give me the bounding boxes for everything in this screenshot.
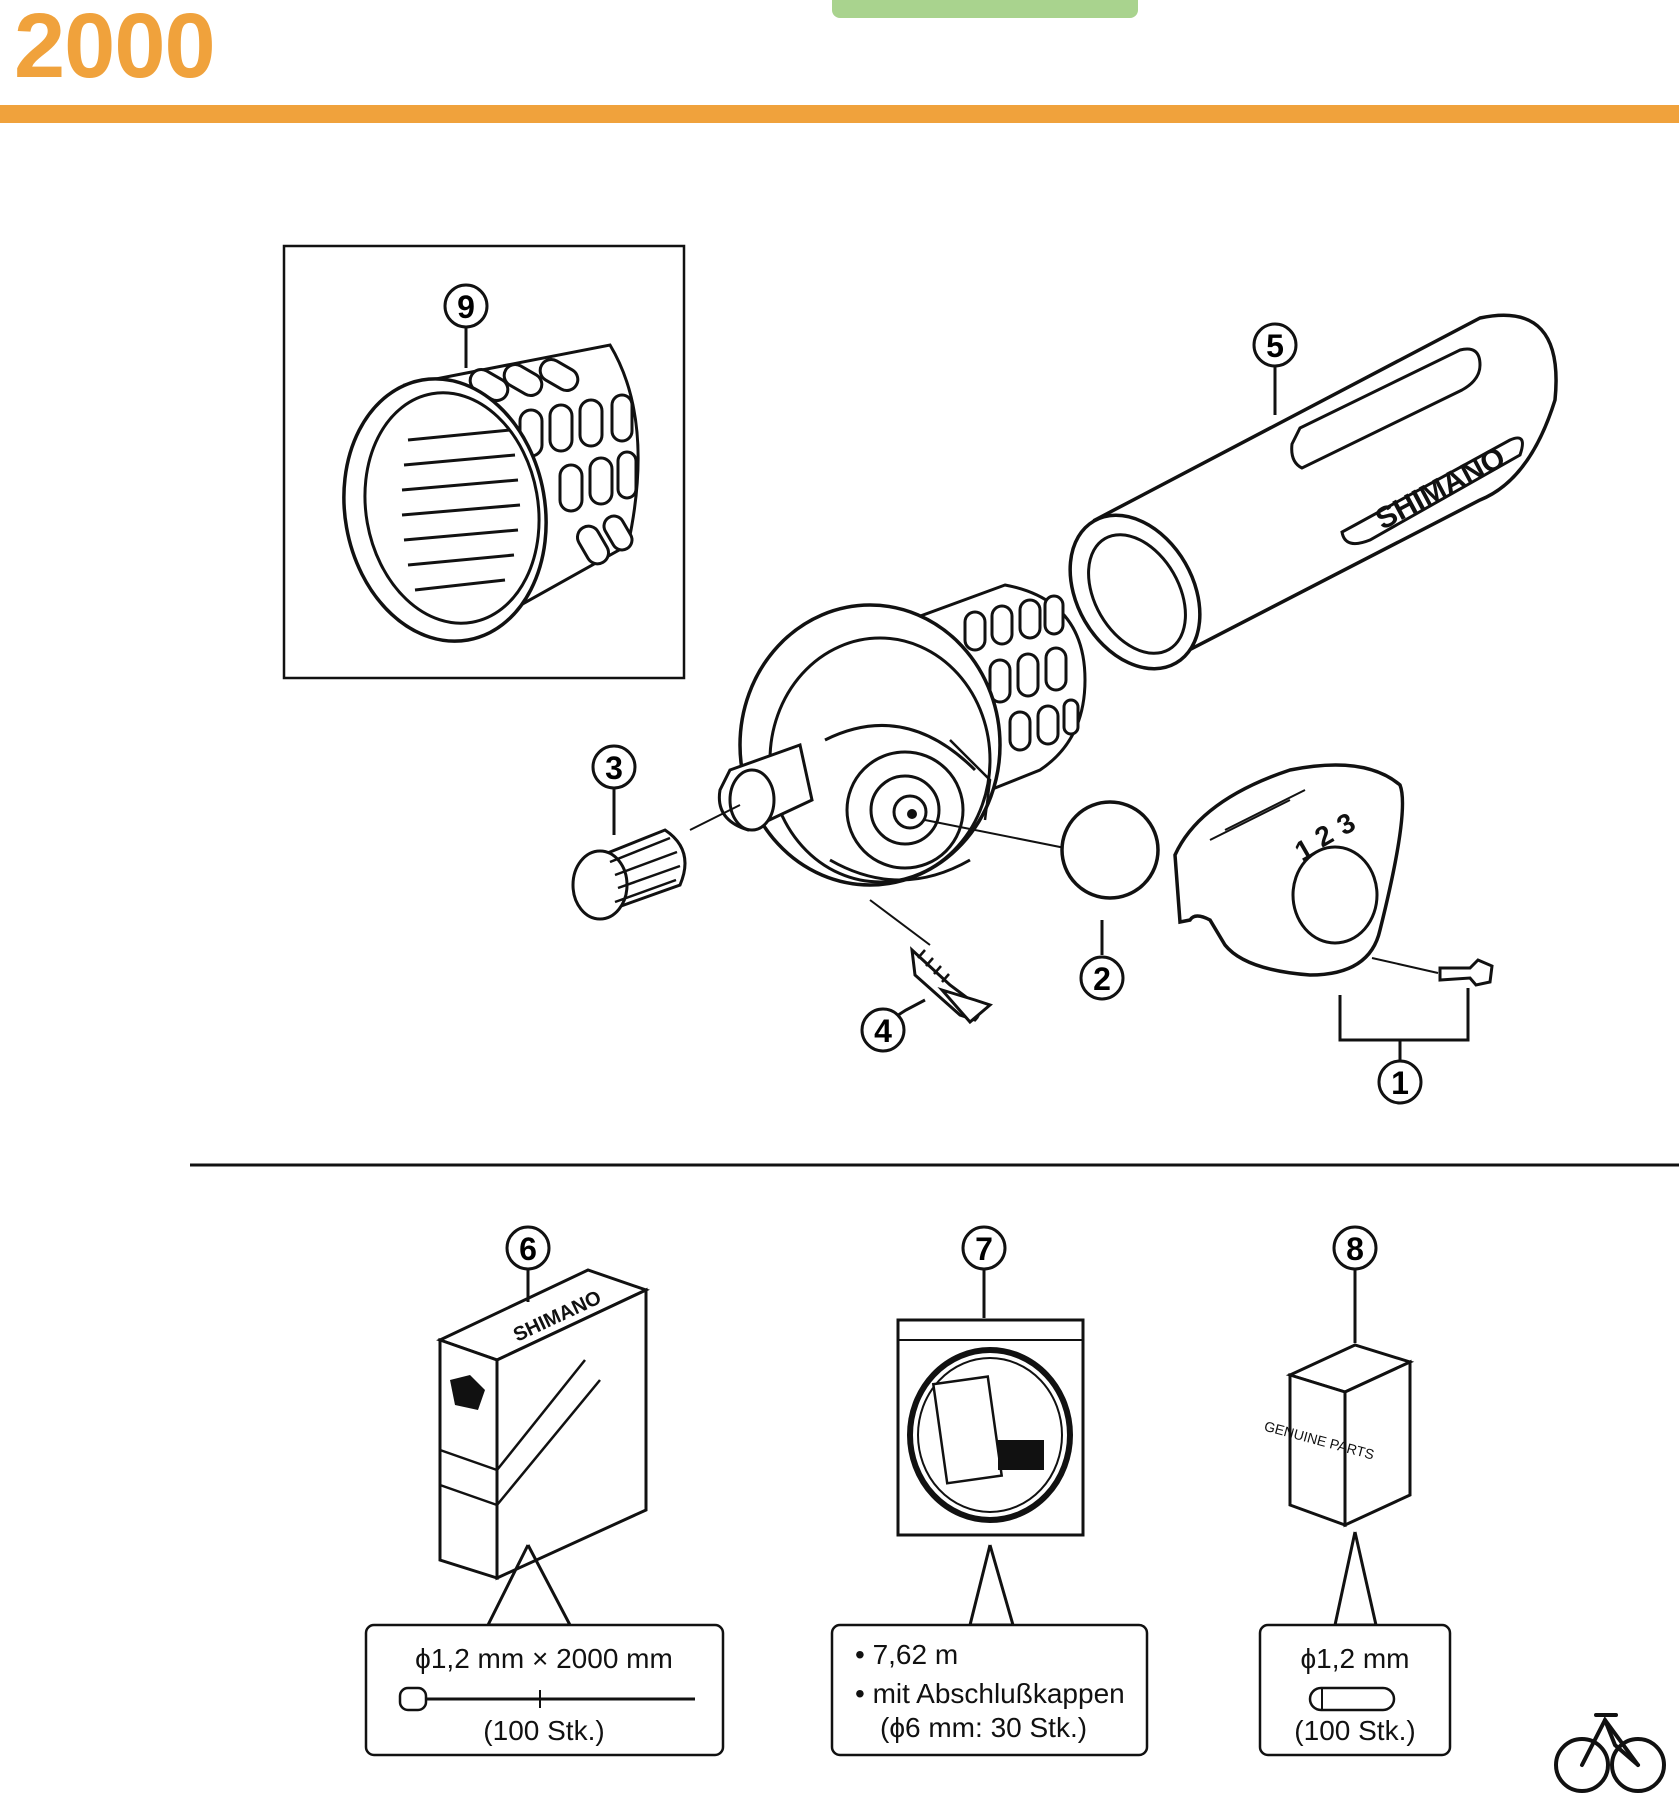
part-9-inset: 9 bbox=[282, 244, 686, 680]
callout-2: 2 bbox=[1079, 955, 1125, 1001]
svg-text:8: 8 bbox=[1346, 1231, 1364, 1267]
svg-text:3: 3 bbox=[605, 750, 623, 786]
callout-1: 1 bbox=[1377, 1059, 1423, 1105]
part-5-grip: SHIMANO 5 bbox=[1068, 313, 1558, 671]
part-6-cable-box: SHIMANO 6 bbox=[436, 1225, 650, 1627]
svg-text:9: 9 bbox=[457, 289, 475, 325]
callout-6: 6 bbox=[505, 1225, 551, 1271]
part-4-screw: 4 bbox=[860, 946, 993, 1053]
svg-text:7: 7 bbox=[975, 1231, 993, 1267]
callout-8: 8 bbox=[1332, 1225, 1378, 1271]
header-tab bbox=[832, 0, 1138, 18]
svg-text:6: 6 bbox=[519, 1231, 537, 1267]
callout-5: 5 bbox=[1252, 322, 1298, 368]
part-1-shifter-housing: 1 2 3 1 bbox=[1173, 763, 1494, 1105]
part-3-adjuster: 3 bbox=[571, 744, 687, 921]
spec-box-endcap: ϕ1,2 mm (100 Stk.) bbox=[1258, 1623, 1452, 1757]
title-rule bbox=[0, 105, 1679, 123]
spec-box-housing: • 7,62 m • mit Abschlußkappen (ϕ6 mm: 30… bbox=[830, 1623, 1149, 1757]
callout-7: 7 bbox=[961, 1225, 1007, 1271]
svg-text:(100 Stk.): (100 Stk.) bbox=[1294, 1715, 1415, 1746]
svg-text:2: 2 bbox=[1093, 961, 1111, 997]
svg-text:4: 4 bbox=[874, 1013, 892, 1049]
spec-box-cable: ϕ1,2 mm × 2000 mm (100 Stk.) bbox=[364, 1623, 725, 1757]
shifter-body bbox=[689, 583, 1087, 946]
svg-text:ϕ1,2 mm × 2000 mm: ϕ1,2 mm × 2000 mm bbox=[415, 1643, 673, 1674]
svg-text:• 7,62 m: • 7,62 m bbox=[855, 1639, 958, 1670]
part-7-housing-bag: 7 bbox=[896, 1225, 1085, 1627]
part-8-endcap-box: GENUINE PARTS 8 bbox=[1263, 1225, 1415, 1627]
part-2-cap: 2 bbox=[1060, 800, 1160, 1001]
bicycle-icon bbox=[1554, 1713, 1666, 1793]
svg-text:• mit Abschlußkappen: • mit Abschlußkappen bbox=[855, 1678, 1125, 1709]
svg-text:5: 5 bbox=[1266, 328, 1284, 364]
svg-text:(ϕ6 mm: 30 Stk.): (ϕ6 mm: 30 Stk.) bbox=[880, 1712, 1087, 1743]
callout-3: 3 bbox=[591, 744, 637, 790]
svg-text:ϕ1,2 mm: ϕ1,2 mm bbox=[1300, 1643, 1409, 1674]
callout-4: 4 bbox=[860, 1007, 906, 1053]
page-title: 2000 bbox=[14, 0, 216, 97]
callout-9: 9 bbox=[443, 283, 489, 329]
svg-text:(100 Stk.): (100 Stk.) bbox=[483, 1715, 604, 1746]
svg-text:1: 1 bbox=[1391, 1065, 1409, 1101]
